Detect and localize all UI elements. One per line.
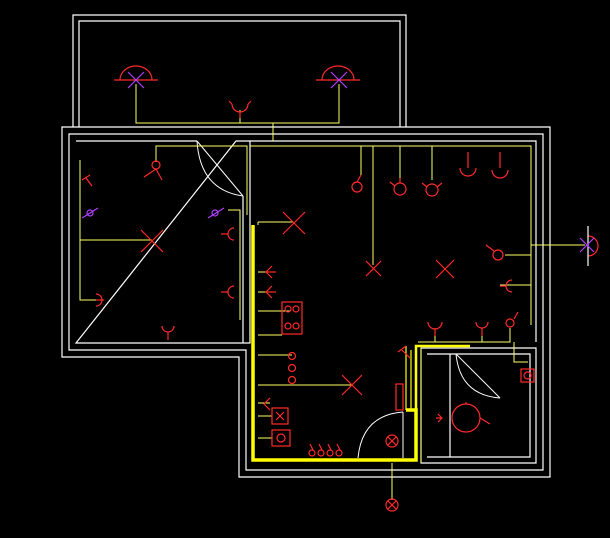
fixtures	[81, 65, 599, 512]
switch-icon	[81, 174, 93, 187]
switch-icon	[207, 207, 225, 219]
socket-icon	[427, 321, 443, 336]
switch-icon	[265, 285, 276, 299]
switch-icon	[436, 413, 443, 423]
lamp-icon	[385, 434, 399, 448]
socket-icon	[221, 285, 235, 299]
balcony-wall-inner	[78, 20, 401, 127]
bedroom-wall	[74, 140, 251, 344]
wiring	[79, 84, 585, 500]
balcony-wall	[72, 14, 407, 127]
stove-icon	[281, 301, 303, 335]
lamp-icon	[421, 182, 443, 197]
main-circuit	[251, 225, 470, 462]
socket-icon	[491, 152, 509, 179]
switch-icon	[81, 207, 99, 219]
door-swing-icon	[455, 353, 501, 399]
socket-icon	[500, 279, 513, 293]
wall-light-icon	[114, 65, 158, 89]
stove-icon	[271, 429, 291, 447]
fan-icon	[271, 407, 289, 425]
socket-icon	[228, 100, 252, 118]
door-swing-icon	[196, 140, 244, 197]
door-swing-icon	[357, 411, 404, 459]
socket-icon	[459, 152, 477, 177]
socket-icon	[161, 325, 175, 340]
lamp-icon	[351, 174, 363, 193]
fan-icon	[520, 368, 535, 383]
ceiling-light-icon	[451, 402, 491, 433]
lamp-icon	[505, 311, 519, 328]
switch-icon	[263, 397, 271, 411]
socket-icon	[308, 443, 343, 457]
bathroom-wall-inner	[427, 353, 531, 458]
switch-icon	[397, 345, 411, 359]
living-wall	[250, 140, 537, 342]
ceiling-light-icon	[435, 259, 455, 279]
walls	[61, 14, 551, 478]
ceiling-light-icon	[341, 374, 363, 396]
wall-light-icon	[316, 65, 360, 89]
bathroom-wall	[420, 347, 537, 464]
ceiling-light-icon	[365, 260, 382, 277]
inner-wall	[68, 133, 544, 471]
switch-icon	[395, 383, 404, 411]
lamp-icon	[143, 160, 163, 181]
lamp-icon	[389, 178, 407, 196]
socket-icon	[95, 293, 104, 307]
ceiling-light-icon	[282, 211, 306, 235]
socket-icon	[221, 227, 235, 241]
wall-light-icon	[579, 226, 599, 266]
outer-wall	[61, 126, 551, 478]
doors	[196, 140, 501, 459]
lamp-icon	[485, 244, 504, 261]
socket-icon	[475, 321, 489, 336]
socket-icon	[287, 351, 297, 385]
switch-icon	[265, 265, 276, 279]
ceiling-light-icon	[140, 229, 164, 253]
lamp-icon	[385, 498, 399, 512]
